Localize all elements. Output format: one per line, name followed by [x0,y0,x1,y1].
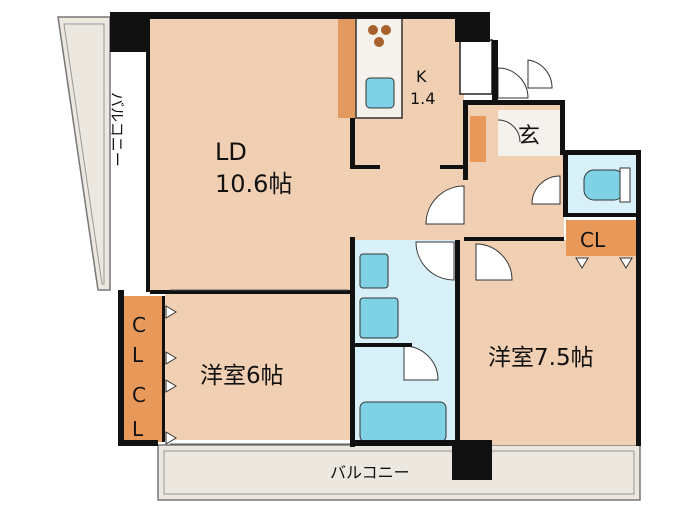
closet-west-lower [122,376,164,442]
room-genkan-name: 玄 [518,124,540,149]
wash-basin-icon [359,297,399,339]
door-swing [425,185,465,225]
door-swing [497,67,529,99]
stove-burner-icon [374,37,384,47]
room-kitchen-name: K [416,67,427,86]
genkan-storage [470,116,486,162]
fixtures [359,167,631,443]
closet-east [566,220,636,256]
door-swing [531,175,561,205]
closet-west-upper-c: C [132,313,146,337]
kitchen-sink-icon [365,77,395,109]
door-swing [475,243,513,281]
stove-burner-icon [381,25,391,35]
room-bedroom-west-name: 洋室6帖 [200,363,284,389]
closet-west-upper-l: L [132,343,144,367]
door-swing [415,241,455,281]
shoe-storage-floor [459,39,493,95]
balcony-west-label: バルコニー [108,92,126,167]
room-ld-name: LD [215,138,247,166]
closets [122,116,636,442]
closet-door-marks [165,257,633,445]
closet-east-label: CL [580,228,606,252]
balcony-west [57,16,111,291]
sliding-door-tracks [170,289,350,445]
washing-machine-icon [359,253,389,289]
room-genkan-floor [498,110,560,156]
bathtub-icon [359,401,447,443]
door-swings [403,59,561,381]
room-bedroom-east-name: 洋室7.5帖 [488,345,594,371]
door-swing [527,59,553,89]
closet-west-upper [122,296,164,376]
door-swing [497,119,521,143]
stove-burner-icon [368,25,378,35]
kitchen-counter [338,17,403,119]
balcony-south [157,444,641,501]
room-ld-size: 10.6帖 [215,170,292,198]
closet-west-lower-l: L [132,417,144,441]
walls [110,12,641,480]
closet-west-lower-c: C [132,383,146,407]
balcony-south-label: バルコニー [330,463,410,482]
toilet-icon [583,167,631,203]
room-bedroom-west-floor [165,292,355,440]
room-kitchen-size: 1.4 [410,89,435,108]
